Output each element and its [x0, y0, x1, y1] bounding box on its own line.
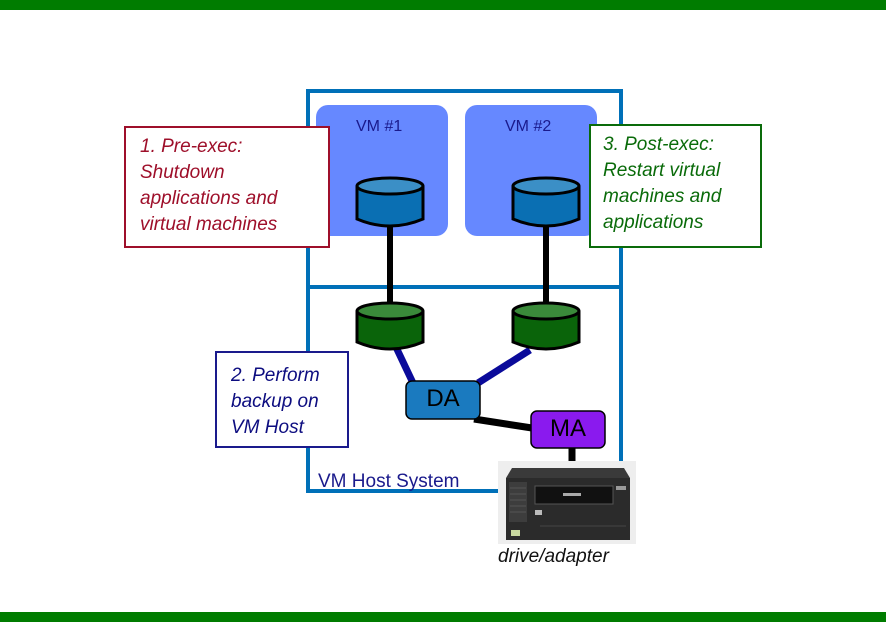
callout-perform-backup: 2. Perform backup on VM Host [215, 351, 349, 448]
callout-line: VM Host [231, 417, 304, 438]
callout-line: Shutdown [140, 162, 225, 183]
host-disk2-icon [511, 301, 581, 351]
callout-pre-exec: 1. Pre-exec: Shutdown applications and v… [124, 126, 330, 248]
callout-line: Restart virtual [603, 160, 721, 181]
callout-line: virtual machines [140, 214, 278, 235]
ma-label: MA [550, 415, 586, 442]
link-da-ma [473, 415, 533, 432]
vm2-disk-icon [511, 176, 581, 228]
da-node [405, 380, 481, 420]
callout-line: backup on [231, 391, 319, 412]
drive-adapter-caption: drive/adapter [498, 546, 609, 567]
host-disk1-icon [355, 301, 425, 351]
callout-line: 2. Perform [231, 365, 320, 386]
vm1-label: VM #1 [356, 118, 403, 135]
top-banner-bar [0, 0, 886, 10]
ma-node [530, 410, 606, 449]
callout-line: applications [603, 212, 704, 233]
host-system-label: VM Host System [318, 471, 460, 492]
link-hostdisk2-da [476, 347, 532, 386]
link-hostdisk1-da [391, 343, 417, 385]
bottom-banner-bar [0, 612, 886, 622]
callout-line: applications and [140, 188, 278, 209]
callout-post-exec: 3. Post-exec: Restart virtual machines a… [589, 124, 762, 248]
callout-line: 1. Pre-exec: [140, 136, 243, 157]
callout-line: machines and [603, 186, 722, 207]
vm1-disk-icon [355, 176, 425, 228]
host-system-box [306, 89, 623, 493]
callout-line: 3. Post-exec: [603, 134, 714, 155]
da-label: DA [426, 385, 460, 412]
vm2-label: VM #2 [505, 118, 552, 135]
tape-drive-icon [498, 461, 636, 544]
